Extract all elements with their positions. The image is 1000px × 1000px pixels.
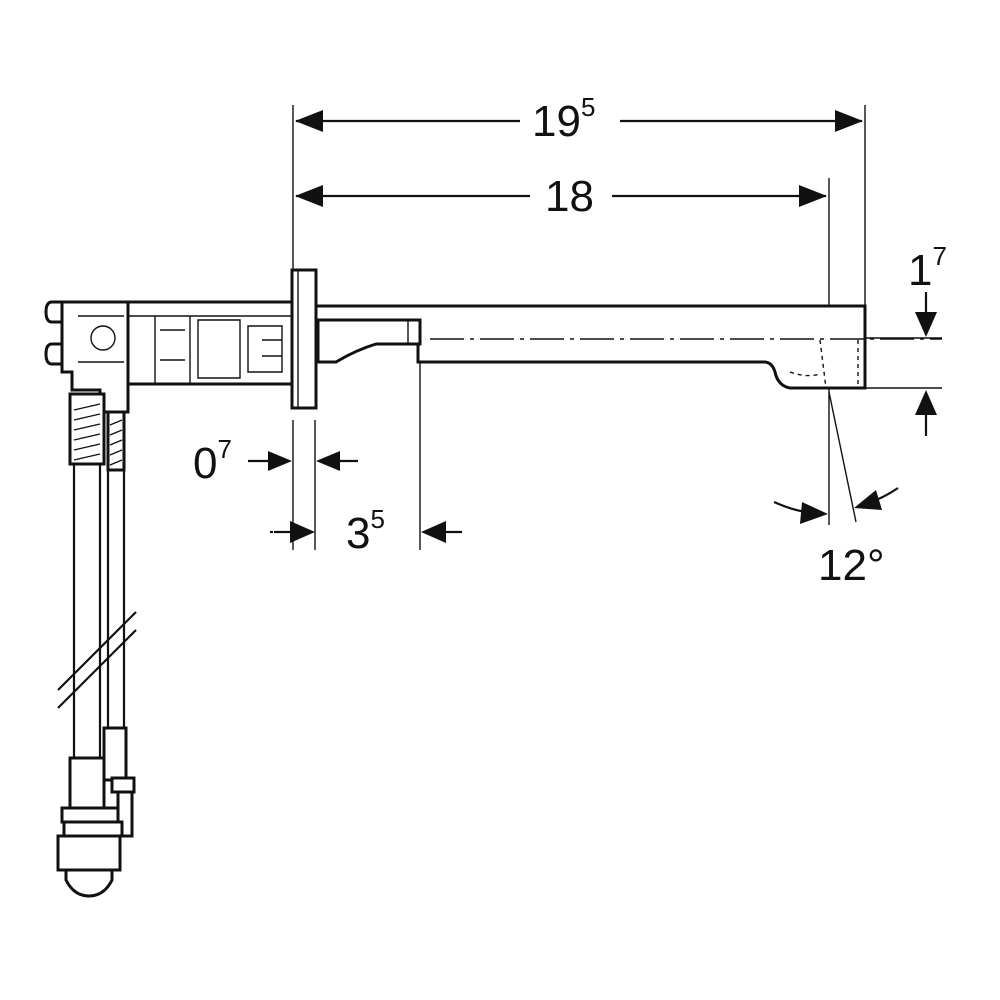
spout bbox=[313, 304, 942, 390]
dimension-spout-height-sup: 7 bbox=[932, 241, 946, 271]
dimension-plate-thickness-sup: 7 bbox=[217, 434, 231, 464]
dimension-outlet-angle-label: 12° bbox=[818, 541, 885, 590]
supply-hoses bbox=[56, 392, 137, 898]
dimension-spout-length: 18 bbox=[295, 172, 827, 221]
dimension-overall-length-sup: 5 bbox=[581, 92, 595, 122]
dimension-plate-to-inlet-sup: 5 bbox=[370, 504, 384, 534]
dimension-overall-length-label: 195 bbox=[532, 92, 595, 146]
dimension-plate-thickness-main: 0 bbox=[193, 439, 217, 488]
dimension-spout-length-label: 18 bbox=[545, 172, 594, 221]
dimension-overall-length-main: 19 bbox=[532, 97, 581, 146]
dimension-plate-to-inlet-label: 35 bbox=[346, 504, 385, 558]
dimension-plate-thickness-label: 07 bbox=[193, 434, 232, 488]
dimension-spout-height-main: 1 bbox=[908, 246, 932, 295]
concealed-body bbox=[44, 300, 294, 414]
wall-plate bbox=[290, 268, 318, 410]
dimension-plate-thickness: 07 bbox=[193, 434, 358, 488]
dimension-spout-height-label: 17 bbox=[908, 241, 947, 295]
dimension-plate-to-inlet: 35 bbox=[270, 504, 462, 558]
dimension-outlet-angle: 12° bbox=[773, 487, 899, 590]
dimension-overall-length: 195 bbox=[295, 92, 863, 146]
dimension-spout-height: 17 bbox=[908, 241, 947, 436]
dimension-plate-to-inlet-main: 3 bbox=[346, 509, 370, 558]
